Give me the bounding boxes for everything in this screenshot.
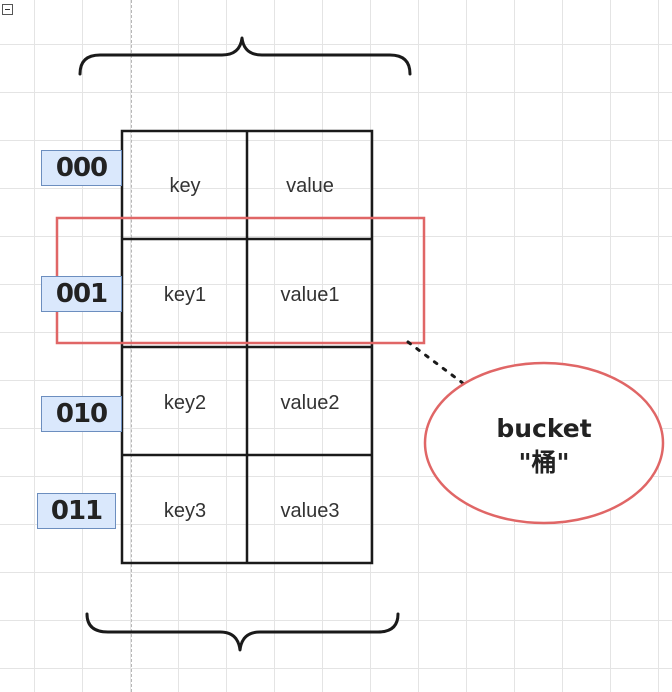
bucket-label-chinese: "桶" <box>518 448 570 477</box>
cell-key-row-0: key <box>169 175 201 197</box>
dotted-connector <box>406 340 466 386</box>
top-curly-brace <box>78 36 412 76</box>
cell-value-row-1: value1 <box>280 284 340 306</box>
bucket-label: bucket <box>496 414 592 443</box>
bucket-ellipse[interactable] <box>423 361 665 525</box>
address-label-011: 011 <box>37 493 116 529</box>
cell-key-row-1: key1 <box>163 284 207 306</box>
bottom-curly-brace <box>85 612 400 652</box>
address-label-010: 010 <box>41 396 122 432</box>
cell-value-row-0: value <box>286 175 334 197</box>
address-label-000: 000 <box>41 150 122 186</box>
address-label-001: 001 <box>41 276 122 312</box>
cell-key-row-2: key2 <box>163 392 207 414</box>
collapse-toggle-icon[interactable] <box>2 4 13 15</box>
cell-value-row-2: value2 <box>280 392 340 414</box>
cell-key-row-3: key3 <box>163 500 207 522</box>
cell-value-row-3: value3 <box>280 500 340 522</box>
